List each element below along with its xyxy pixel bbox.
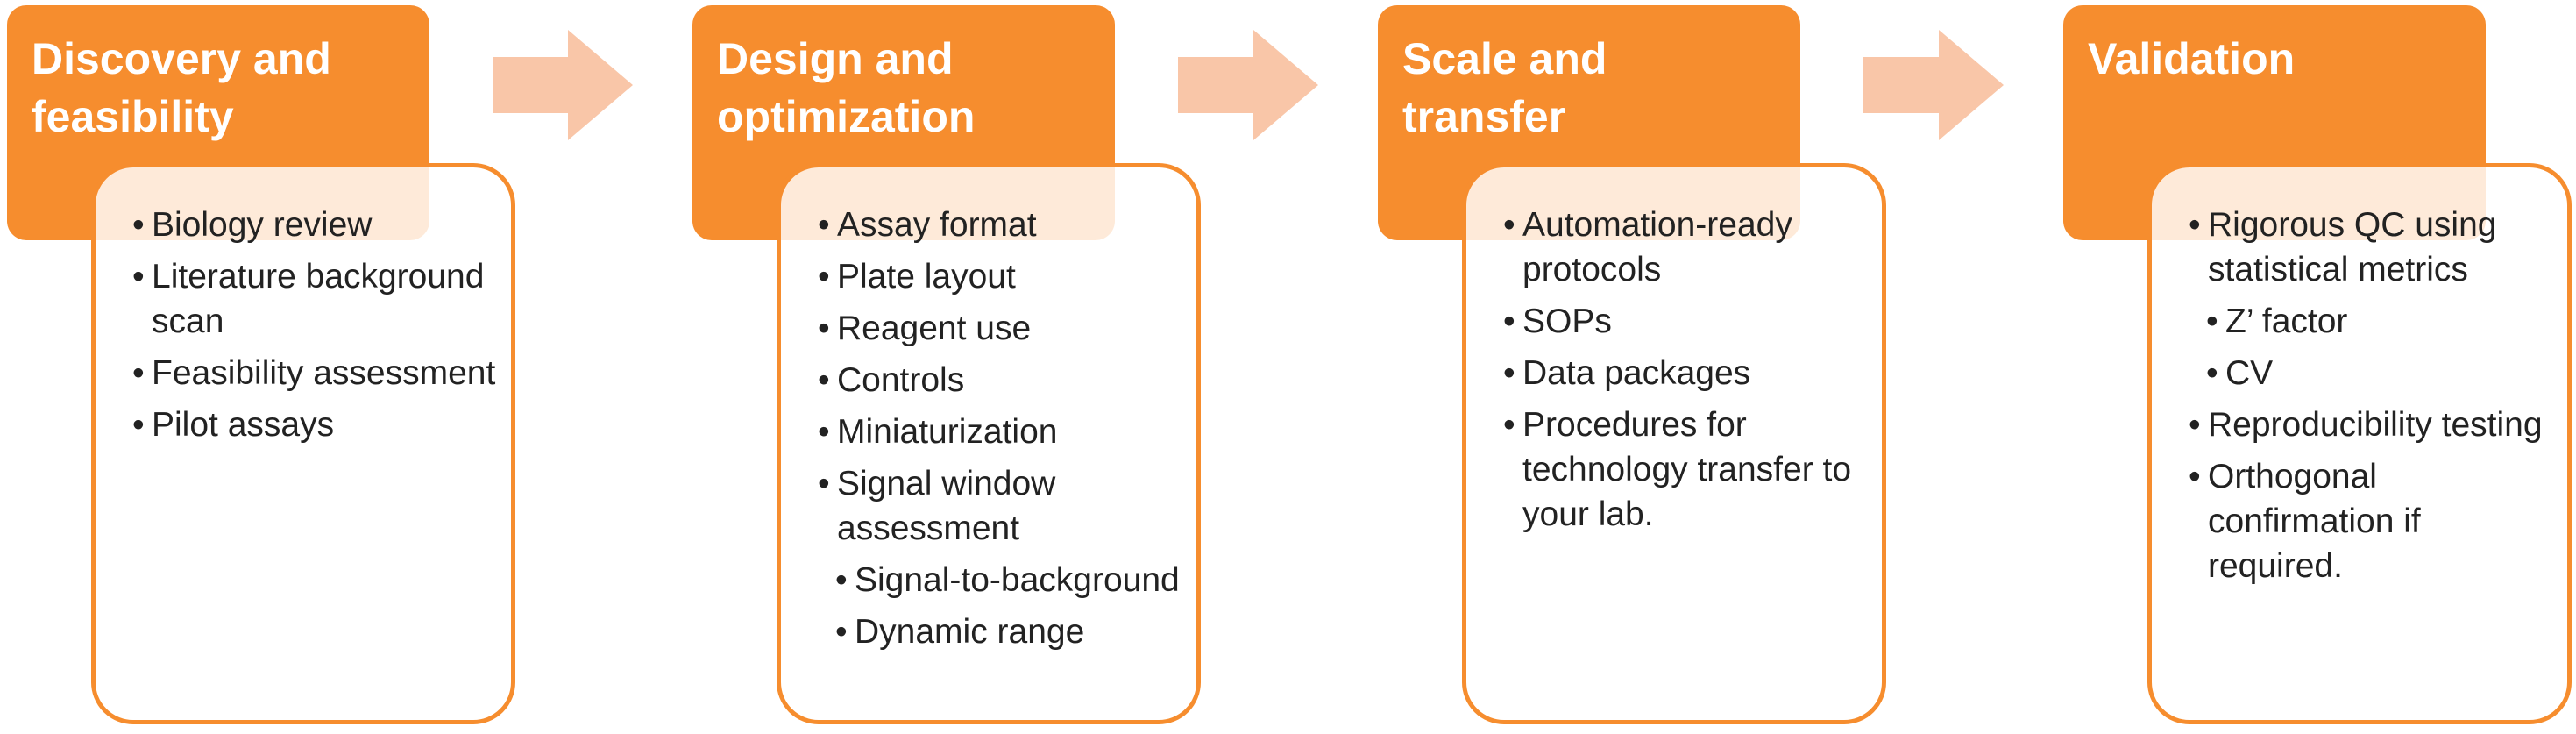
- list-item: Biology review: [132, 203, 500, 247]
- list-item: Plate layout: [818, 254, 1186, 299]
- list-item: Automation-ready protocols: [1503, 203, 1871, 292]
- list-item: Reagent use: [818, 306, 1186, 351]
- list-item: SOPs: [1503, 299, 1871, 344]
- stage-title: Discovery and feasibility: [32, 34, 331, 141]
- stage-content-box: Assay format Plate layout Reagent use Co…: [777, 163, 1201, 724]
- stage-item-list: Assay format Plate layout Reagent use Co…: [818, 203, 1186, 661]
- list-subitem: Z’ factor: [2206, 299, 2557, 344]
- right-arrow-icon: [1863, 30, 2004, 140]
- right-arrow-icon: [1178, 30, 1318, 140]
- list-item: Pilot assays: [132, 403, 500, 447]
- stage-item-list: Rigorous QC using statistical metrics Z’…: [2189, 203, 2557, 595]
- stage-title: Design and optimization: [717, 34, 976, 141]
- list-subitem: CV: [2206, 351, 2557, 396]
- list-item: Feasibility assessment: [132, 351, 500, 396]
- stage-design-optimization: Design and optimization Assay format Pla…: [692, 0, 1210, 734]
- list-subitem: Dynamic range: [835, 609, 1186, 654]
- stage-content-box: Biology review Literature background sca…: [91, 163, 515, 724]
- list-subitem: Signal-to-background: [835, 558, 1186, 602]
- list-item: Data packages: [1503, 351, 1871, 396]
- list-item: Orthogonal confirmation if required.: [2189, 454, 2557, 588]
- list-item: Signal window assessment: [818, 461, 1186, 551]
- list-item: Reproducibility testing: [2189, 403, 2557, 447]
- stage-discovery-feasibility: Discovery and feasibility Biology review…: [7, 0, 524, 734]
- stage-content-box: Rigorous QC using statistical metrics Z’…: [2147, 163, 2572, 724]
- list-item: Procedures for technology transfer to yo…: [1503, 403, 1871, 537]
- stage-content-box: Automation-ready protocols SOPs Data pac…: [1462, 163, 1886, 724]
- list-item: Assay format: [818, 203, 1186, 247]
- stage-item-list: Biology review Literature background sca…: [132, 203, 500, 454]
- list-item: Miniaturization: [818, 410, 1186, 454]
- list-item: Controls: [818, 358, 1186, 403]
- list-item: Rigorous QC using statistical metrics: [2189, 203, 2557, 292]
- stage-validation: Validation Rigorous QC using statistical…: [2063, 0, 2576, 734]
- stage-item-list: Automation-ready protocols SOPs Data pac…: [1503, 203, 1871, 544]
- stage-title: Validation: [2088, 34, 2296, 83]
- list-item: Literature background scan: [132, 254, 500, 344]
- stage-scale-transfer: Scale and transfer Automation-ready prot…: [1378, 0, 1895, 734]
- right-arrow-icon: [493, 30, 633, 140]
- stage-title: Scale and transfer: [1402, 34, 1607, 141]
